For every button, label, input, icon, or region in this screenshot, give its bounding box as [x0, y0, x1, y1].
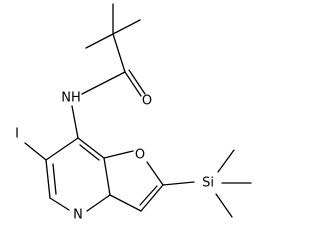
bond-c2-c3-inner: [139, 185, 158, 206]
bond-c6-c5: [45, 159, 51, 199]
bond-c7-c7a-inner: [79, 144, 100, 161]
atom-label-silicon: Si: [202, 176, 214, 191]
pyridine-ring: [24, 137, 111, 212]
bond-c2-si: [162, 181, 195, 186]
bond-tbu-c-carbonyl-c: [112, 33, 126, 73]
amide-group: [71, 69, 146, 139]
trimethylsilyl-group: [162, 149, 252, 218]
atom-label-furan-oxygen: O: [135, 148, 145, 163]
furan-ring: [103, 150, 164, 212]
bond-n4-c3a: [86, 194, 111, 212]
bond-c3a-c7a: [103, 157, 111, 196]
tert-butyl-group: [85, 3, 141, 73]
bond-carbonyl-c-o-2: [128, 69, 146, 95]
bond-o1-c2: [146, 161, 164, 186]
bond-carbonyl-c-o-1: [124, 71, 142, 97]
bond-c6-iodine: [24, 142, 47, 161]
bond-carbonyl-c-nh: [81, 71, 126, 95]
atom-label-amide-nh: NH: [61, 91, 81, 106]
bond-c5-n4: [49, 197, 70, 211]
atom-label-pyridine-nitrogen: N: [73, 208, 83, 223]
bond-c7-c7a: [77, 137, 105, 159]
bond-c7-c6: [45, 137, 79, 161]
atom-labels: I NH O O N Si: [15, 91, 214, 223]
atom-label-carbonyl-oxygen: O: [142, 94, 152, 109]
bond-tbu-c-methyl-right: [112, 19, 141, 35]
bond-nh-c7: [71, 105, 79, 139]
bond-c6-c5-inner: [52, 163, 57, 195]
bond-si-methyl-up: [217, 149, 235, 173]
bond-c7a-o1: [103, 150, 134, 159]
bond-c2-c3: [140, 184, 164, 212]
chemical-structure: I NH O O N Si: [15, 3, 252, 223]
bond-c3-c3a: [109, 194, 142, 212]
bond-tbu-c-methyl-left: [85, 33, 114, 49]
bond-si-methyl-down: [215, 193, 233, 218]
atom-label-iodine: I: [15, 127, 19, 142]
